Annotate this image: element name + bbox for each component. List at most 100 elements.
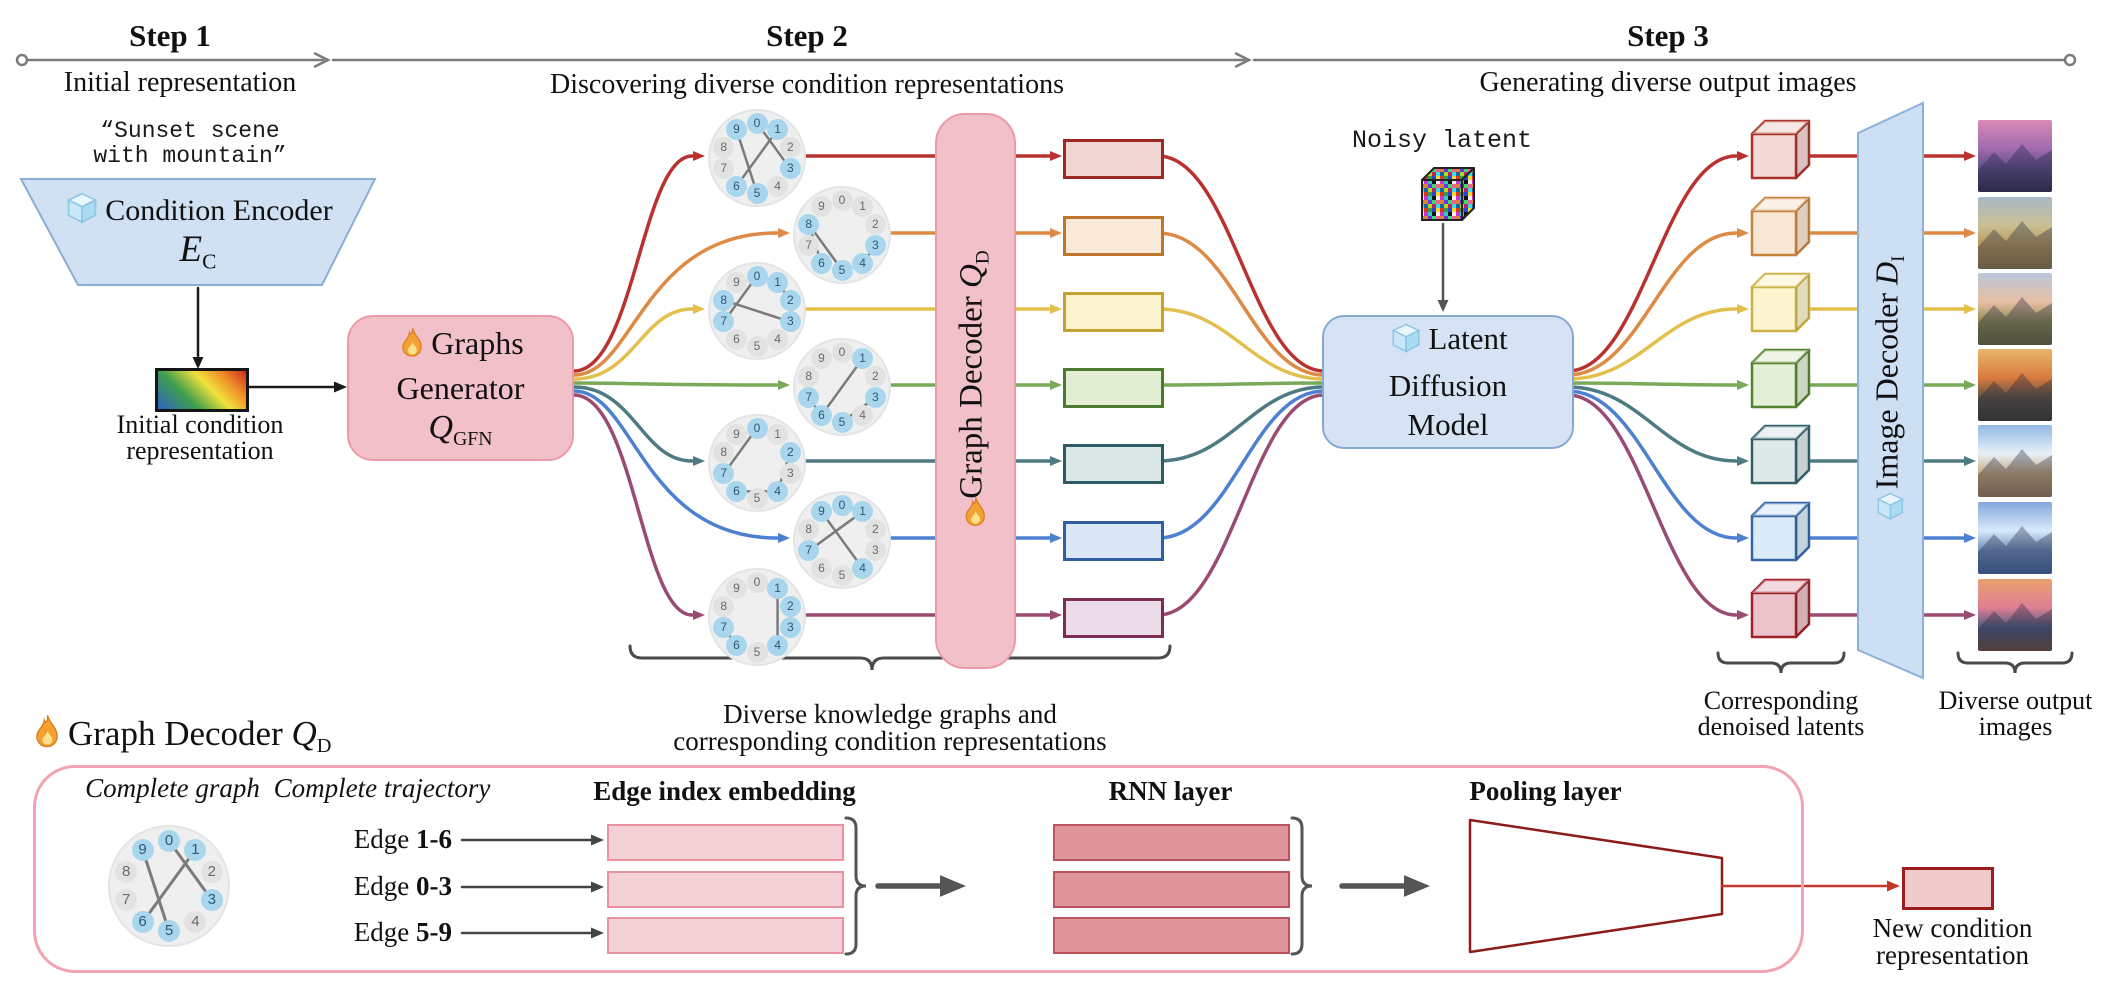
latents-brace-label-line1: Corresponding bbox=[1703, 686, 1859, 715]
graph-edge bbox=[723, 298, 791, 324]
graph-node-0: 0 bbox=[746, 571, 768, 593]
graph-node-0: 0 bbox=[746, 417, 768, 439]
denoised-latent-cube-orange-side-shade bbox=[1796, 198, 1809, 255]
graph-node-4: 4 bbox=[852, 404, 874, 426]
output-image-teal bbox=[1978, 425, 2052, 497]
graph-node-3: 3 bbox=[864, 387, 886, 409]
complete-trajectory-label: Complete trajectory bbox=[273, 773, 491, 803]
encoder-output-arrowhead bbox=[192, 357, 204, 369]
denoised-latent-cube-purple-side-shade bbox=[1796, 580, 1809, 637]
fan-arrowhead-blue bbox=[778, 532, 790, 544]
image-arrowhead-yellow bbox=[1964, 303, 1976, 315]
graph-node-6: 6 bbox=[810, 252, 832, 274]
rect-arrowhead-yellow bbox=[1050, 303, 1062, 315]
graph-node-9: 9 bbox=[725, 424, 747, 446]
graph-node-4: 4 bbox=[184, 911, 207, 934]
graph-node-9: 9 bbox=[810, 348, 832, 370]
graph-node-3: 3 bbox=[779, 617, 801, 639]
rect-arrowhead-orange bbox=[1050, 227, 1062, 239]
step2-brace-label-line2: corresponding condition representations bbox=[673, 726, 1107, 756]
rnn-bar-0 bbox=[1053, 824, 1290, 861]
denoised-latent-cube-orange-front bbox=[1750, 209, 1798, 257]
denoised-latent-cube-purple-front bbox=[1750, 591, 1798, 639]
graph-node-8: 8 bbox=[115, 861, 138, 884]
graph-node-4: 4 bbox=[767, 480, 789, 502]
fan-arrowhead-teal bbox=[693, 455, 705, 467]
denoised-latent-cube-red-front bbox=[1750, 132, 1798, 180]
edge-label-1: Edge 0-3 bbox=[353, 871, 452, 901]
graph-node-5: 5 bbox=[831, 411, 853, 433]
fanin-curve-orange bbox=[1156, 231, 1326, 377]
denoised-latent-cube-green-side-shade bbox=[1796, 350, 1809, 407]
graph-edge bbox=[141, 848, 197, 924]
graph-node-8: 8 bbox=[713, 441, 735, 463]
graph-node-9: 9 bbox=[810, 196, 832, 218]
latents-underbrace bbox=[1716, 651, 1846, 674]
graph-node-4: 4 bbox=[852, 252, 874, 274]
bottom-panel-title: Graph Decoder QD bbox=[30, 714, 430, 759]
fan-curve-yellow bbox=[572, 307, 694, 381]
condition-encoder-label: Condition Encoder bbox=[30, 189, 366, 234]
fan-arrowhead-orange bbox=[778, 227, 790, 239]
mountain-silhouette bbox=[1978, 449, 2052, 497]
rnn-title: RNN layer bbox=[1108, 776, 1233, 806]
graph-node-6: 6 bbox=[725, 175, 747, 197]
graph-node-8: 8 bbox=[713, 136, 735, 158]
step3-title: Step 3 bbox=[1627, 18, 1709, 53]
rep-to-generator-arrowhead bbox=[334, 381, 347, 393]
denoised-latent-cube-blue-front bbox=[1750, 514, 1798, 562]
denoised-latent-cube-purple-top-light bbox=[1752, 580, 1809, 593]
graph-edge bbox=[820, 357, 864, 417]
denoised-latent-cube-blue-side-shade bbox=[1796, 503, 1809, 560]
graph-node-1: 1 bbox=[767, 119, 789, 141]
output-image-yellow bbox=[1978, 273, 2052, 345]
graph-node-8: 8 bbox=[713, 595, 735, 617]
graph-node-6: 6 bbox=[810, 404, 832, 426]
edge-label-2: Edge 5-9 bbox=[353, 917, 452, 947]
timeline-arrow-1 bbox=[313, 52, 331, 68]
fan-arrowhead-red bbox=[693, 150, 705, 162]
rect-arrowhead-purple bbox=[1050, 609, 1062, 621]
ice-cube-icon bbox=[1874, 489, 1908, 531]
edge-label-0: Edge 1-6 bbox=[353, 824, 452, 854]
graph-node-0: 0 bbox=[158, 830, 180, 852]
rect-arrowhead-teal bbox=[1050, 455, 1062, 467]
denoised-latent-cube-green-front bbox=[1750, 361, 1798, 409]
cube-arrowhead-purple bbox=[1737, 609, 1749, 621]
graph-node-7: 7 bbox=[713, 311, 735, 333]
graph-node-7: 7 bbox=[115, 888, 138, 911]
fan-curve-blue bbox=[572, 389, 779, 540]
denoised-latent-cube-yellow-front bbox=[1750, 285, 1798, 333]
step2-title: Step 2 bbox=[766, 18, 848, 53]
fan-curve-orange bbox=[572, 231, 779, 377]
complete-graph-label: Complete graph bbox=[85, 773, 260, 803]
fanout-curve-red bbox=[1566, 154, 1738, 373]
image-arrowhead-purple bbox=[1964, 609, 1976, 621]
step3-subtitle: Generating diverse output images bbox=[1479, 67, 1857, 98]
graph-node-9: 9 bbox=[131, 838, 154, 861]
fanin-curve-purple bbox=[1156, 393, 1326, 617]
fan-arrowhead-yellow bbox=[693, 303, 705, 315]
graph-node-1: 1 bbox=[852, 501, 874, 523]
new-rep-label-line2: representation bbox=[1876, 940, 2029, 970]
timeline-arrow-2 bbox=[1234, 52, 1252, 68]
timeline-start-dot bbox=[15, 53, 29, 67]
cube-arrowhead-orange bbox=[1737, 227, 1749, 239]
rnn-brace bbox=[1290, 816, 1313, 956]
rnn-bar-1 bbox=[1053, 871, 1290, 908]
denoised-latent-cube-red-top-light bbox=[1752, 121, 1809, 134]
graph-node-6: 6 bbox=[725, 634, 747, 656]
fanout-curve-blue bbox=[1566, 389, 1738, 540]
graph-node-9: 9 bbox=[725, 272, 747, 294]
graph-node-5: 5 bbox=[831, 564, 853, 586]
graphs-generator-box: Graphs Generator QGFN bbox=[347, 315, 574, 461]
images-brace-label-line1: Diverse output bbox=[1938, 686, 2093, 715]
graph-node-7: 7 bbox=[713, 158, 735, 180]
graph-edge bbox=[735, 129, 759, 194]
mountain-silhouette bbox=[1978, 373, 2052, 421]
